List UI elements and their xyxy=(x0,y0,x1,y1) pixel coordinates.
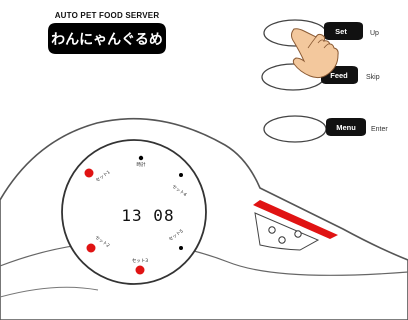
skip-label: Skip xyxy=(366,74,380,81)
dial-ring xyxy=(61,139,207,285)
set-button-label: Set xyxy=(335,27,347,36)
red-accent-strip xyxy=(253,200,338,239)
pointing-hand-icon xyxy=(291,28,339,79)
indicator-light-2 xyxy=(278,236,286,244)
brand-logo-text: わんにゃんぐるめ xyxy=(51,32,163,48)
slot-lower-right-dot xyxy=(179,246,183,250)
slot-bottom-red-dot xyxy=(135,265,145,275)
slot-bottom: セット3 xyxy=(132,258,148,275)
feeder-base-line xyxy=(0,286,99,298)
indicator-light-3 xyxy=(294,230,302,238)
time-display: 13 08 xyxy=(121,206,174,225)
clock-slot-label: 時計 xyxy=(137,161,146,168)
brand-logo: わんにゃんぐるめ xyxy=(48,23,166,54)
indicator-panel xyxy=(254,212,320,251)
menu-button[interactable]: Menu xyxy=(263,115,366,143)
slot-upper-left-red-dot xyxy=(84,168,94,178)
slot-bottom-label: セット3 xyxy=(132,258,148,264)
slot-upper-right-dot xyxy=(179,173,183,177)
up-label: Up xyxy=(370,30,379,37)
feed-button-label: Feed xyxy=(330,71,348,80)
slot-left-red-dot xyxy=(86,243,96,253)
indicator-light-1 xyxy=(268,226,276,234)
enter-label: Enter xyxy=(371,126,388,133)
brand-top-text: AUTO PET FOOD SERVER xyxy=(55,11,160,20)
clock-marker-dot xyxy=(138,155,144,161)
menu-button-label: Menu xyxy=(336,123,356,132)
feeder-swoosh-line xyxy=(0,241,408,276)
